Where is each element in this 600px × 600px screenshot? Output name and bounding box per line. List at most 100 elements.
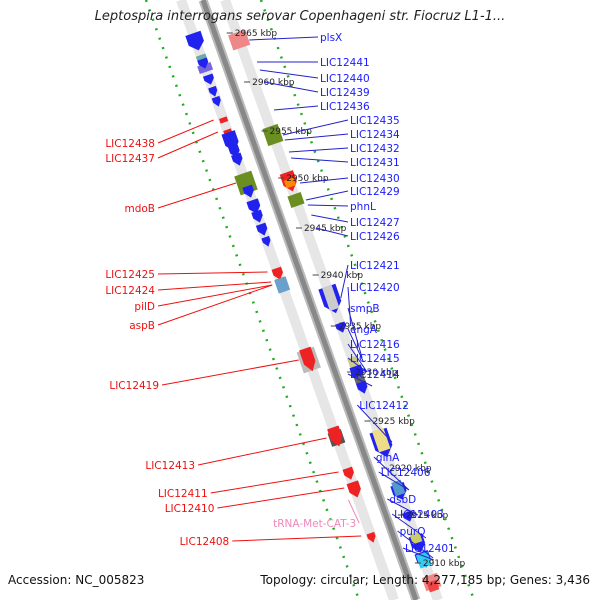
dotted-track-right xyxy=(259,0,476,600)
reverse-gene-label: pilD xyxy=(134,301,155,313)
label-leader xyxy=(315,227,349,237)
forward-gene-label: phnL xyxy=(350,201,376,213)
label-leader xyxy=(347,343,368,373)
label-leader xyxy=(307,204,349,207)
tick-label: 2965 kbp xyxy=(235,29,278,39)
label-leader xyxy=(157,271,268,275)
gene-feature xyxy=(426,579,440,593)
forward-gene-label: LIC12426 xyxy=(350,231,400,243)
label-leader xyxy=(274,105,319,111)
gene-feature xyxy=(283,177,296,189)
genome-backbone xyxy=(198,0,421,600)
reverse-gene-label: LIC12408 xyxy=(180,536,230,548)
genome-summary-text: Topology: circular; Length: 4,277,185 bp… xyxy=(260,573,590,587)
label-leader xyxy=(387,498,419,516)
label-leader xyxy=(210,471,339,494)
gene-feature xyxy=(208,85,218,97)
tick-label: 2945 kbp xyxy=(304,224,347,234)
forward-gene-label: LIC12435 xyxy=(350,115,400,127)
forward-gene-label: smpB xyxy=(350,303,380,315)
gene-feature xyxy=(261,235,271,247)
label-leader xyxy=(356,404,393,443)
reverse-gene-labels: LIC12438LIC12437mdoBLIC12425LIC12424pilD… xyxy=(105,119,362,548)
gene-feature xyxy=(322,285,340,311)
forward-gene-label: LIC12436 xyxy=(320,101,370,113)
gene-feature xyxy=(287,192,305,208)
label-leader xyxy=(161,359,299,386)
tick-label: 2950 kbp xyxy=(286,174,329,184)
forward-gene-label: LIC12421 xyxy=(350,260,400,272)
reverse-gene-label: LIC12425 xyxy=(105,269,155,281)
reverse-gene-label: LIC12424 xyxy=(105,285,155,297)
gene-feature xyxy=(242,184,254,198)
tick-label: 2925 kbp xyxy=(372,417,415,427)
label-leader xyxy=(249,36,319,41)
gene-feature xyxy=(409,531,423,545)
label-leader xyxy=(232,535,362,542)
forward-gene-label: LIC12434 xyxy=(350,129,400,141)
forward-gene-labels: plsXLIC12441LIC12440LIC12439LIC12436LIC1… xyxy=(249,32,455,561)
label-leader xyxy=(347,357,368,373)
label-leader xyxy=(311,214,349,223)
label-leader xyxy=(264,81,319,93)
label-leader xyxy=(347,286,352,327)
dotted-track-left xyxy=(144,0,361,600)
gene-feature xyxy=(366,531,376,543)
label-leader xyxy=(284,133,349,141)
gene-feature xyxy=(211,95,221,107)
gene-feature xyxy=(251,209,263,223)
reverse-gene-label: LIC12410 xyxy=(165,503,215,515)
tick-label: 2930 kbp xyxy=(355,368,398,378)
label-leader xyxy=(259,69,319,79)
gene-feature xyxy=(402,510,414,522)
label-leader xyxy=(299,177,349,184)
label-leader xyxy=(378,471,410,491)
label-leader xyxy=(282,119,349,136)
label-leader xyxy=(340,264,349,299)
forward-gene-label: LIC12412 xyxy=(359,400,409,412)
reverse-gene-label: mdoB xyxy=(124,203,155,215)
label-leader xyxy=(305,190,349,201)
tick-label: 2920 kbp xyxy=(389,464,432,474)
label-leader xyxy=(291,157,349,163)
label-leader xyxy=(402,547,434,561)
forward-gene-label: glnA xyxy=(376,452,400,464)
gene-feature xyxy=(356,380,368,394)
label-leader xyxy=(288,147,349,153)
gene-feature xyxy=(185,30,204,51)
forward-gene-label: LIC12440 xyxy=(320,73,370,85)
gene-feature xyxy=(195,53,208,63)
label-leader xyxy=(157,284,273,307)
gene-feature xyxy=(371,427,391,453)
label-leader xyxy=(348,499,360,524)
reverse-gene-label: LIC12411 xyxy=(158,488,208,500)
reverse-gene-label: LIC12438 xyxy=(105,138,155,150)
tick-label: 2955 kbp xyxy=(270,127,313,137)
gene-feature xyxy=(231,152,243,166)
gene-feature xyxy=(342,466,354,480)
forward-gene-label: engA xyxy=(350,324,378,336)
label-leader xyxy=(157,182,237,209)
tick-label: 2935 kbp xyxy=(339,322,382,332)
gene-feature xyxy=(274,276,291,294)
gene-feature xyxy=(271,266,283,280)
label-leader xyxy=(157,131,219,159)
gene-feature xyxy=(202,73,214,85)
forward-gene-label: LIC12403 xyxy=(394,509,444,521)
accession-text: Accession: NC_005823 xyxy=(8,573,145,587)
label-leader xyxy=(391,513,427,539)
label-leader xyxy=(397,530,434,559)
gene-feature xyxy=(346,480,361,498)
forward-gene-label: LIC12414 xyxy=(350,369,400,381)
forward-gene-label: dsbD xyxy=(389,494,416,506)
forward-gene-label: LIC12431 xyxy=(350,157,400,169)
reverse-gene-label: aspB xyxy=(129,320,155,332)
gene-feature xyxy=(197,57,209,69)
gene-feature xyxy=(327,425,343,447)
forward-gene-label: LIC12441 xyxy=(320,57,370,69)
trna-label: tRNA-Met-CAT-3 xyxy=(273,518,356,530)
forward-gene-label: LIC12439 xyxy=(320,87,370,99)
label-leader xyxy=(373,456,410,491)
gene-feature xyxy=(299,346,316,372)
